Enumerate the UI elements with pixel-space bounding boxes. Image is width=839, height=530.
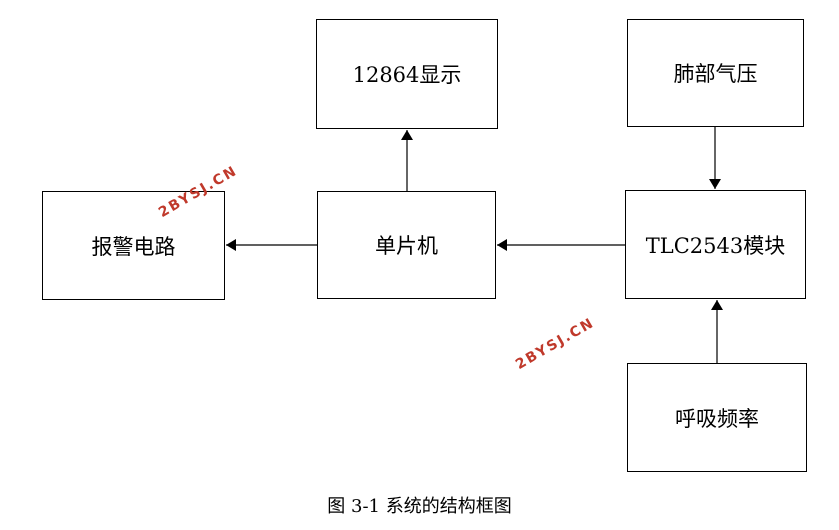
node-mcu: 单片机: [317, 191, 496, 299]
node-adc-module: TLC2543模块: [625, 190, 806, 299]
node-mcu-label: 单片机: [375, 234, 438, 258]
node-display-label: 12864显示: [352, 63, 462, 87]
node-alarm-circuit-label: 报警电路: [91, 234, 176, 259]
node-respiration-rate-label: 呼吸频率: [675, 406, 759, 431]
node-alarm-circuit: 报警电路: [42, 191, 225, 300]
node-display: 12864显示: [316, 19, 498, 129]
node-respiration-rate: 呼吸频率: [627, 363, 807, 472]
figure-caption: 图 3-1 系统的结构框图: [327, 496, 512, 517]
node-lung-pressure: 肺部气压: [627, 19, 804, 127]
node-adc-module-label: TLC2543模块: [645, 233, 786, 258]
node-lung-pressure-label: 肺部气压: [673, 62, 758, 86]
